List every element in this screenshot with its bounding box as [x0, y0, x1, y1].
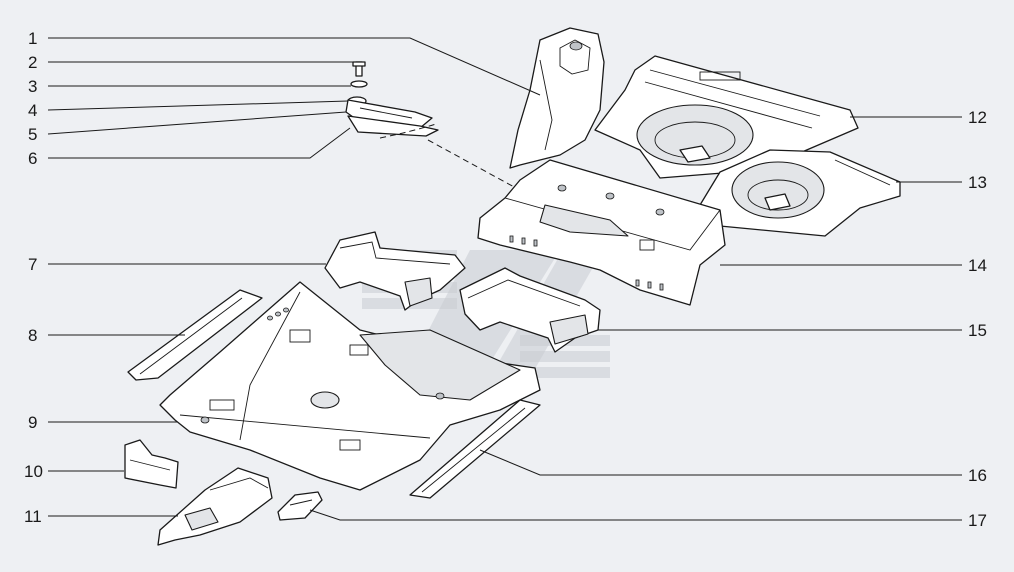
- callout-16: 16: [968, 466, 987, 485]
- callout-17: 17: [968, 511, 987, 530]
- part-12-trunk-floor-panel: [594, 55, 859, 179]
- callout-7: 7: [28, 255, 37, 274]
- part-17-cover-plate: [277, 491, 323, 521]
- part-7-cross-member: [324, 231, 466, 311]
- callout-15: 15: [968, 321, 987, 340]
- part-2-bolt: [352, 61, 366, 77]
- part-13-spare-wheel-well: [699, 149, 901, 237]
- part-10-bracket: [124, 439, 179, 489]
- callout-labels: 1 2 3 4 5 6 7 8 9 10 11 12 13 14 15 16 1…: [24, 29, 987, 530]
- part-6-base-plate: [347, 115, 439, 137]
- callout-3: 3: [28, 77, 37, 96]
- callout-5: 5: [28, 125, 37, 144]
- callout-9: 9: [28, 413, 37, 432]
- assembly-dash-arc: [379, 123, 437, 139]
- callout-8: 8: [28, 326, 37, 345]
- callout-1: 1: [28, 29, 37, 48]
- callout-12: 12: [968, 108, 987, 127]
- part-8-left-sill-reinforcement: [127, 289, 263, 381]
- part-11-tunnel-reinforcement: [157, 467, 273, 546]
- part-16-right-sill-reinforcement: [409, 399, 541, 499]
- callout-10: 10: [24, 462, 43, 481]
- part-3-washer: [350, 80, 368, 88]
- part-1-wheel-arch-panel: [509, 27, 605, 169]
- callout-6: 6: [28, 149, 37, 168]
- callout-13: 13: [968, 173, 987, 192]
- part-15-rear-cross-member: [459, 267, 601, 353]
- callout-14: 14: [968, 256, 987, 275]
- leader-lines: [47, 37, 962, 521]
- callout-4: 4: [28, 101, 37, 120]
- callout-11: 11: [24, 507, 42, 526]
- part-9-main-floor-pan: [159, 281, 541, 491]
- part-14-rear-floor-panel: [477, 159, 726, 306]
- callout-2: 2: [28, 53, 37, 72]
